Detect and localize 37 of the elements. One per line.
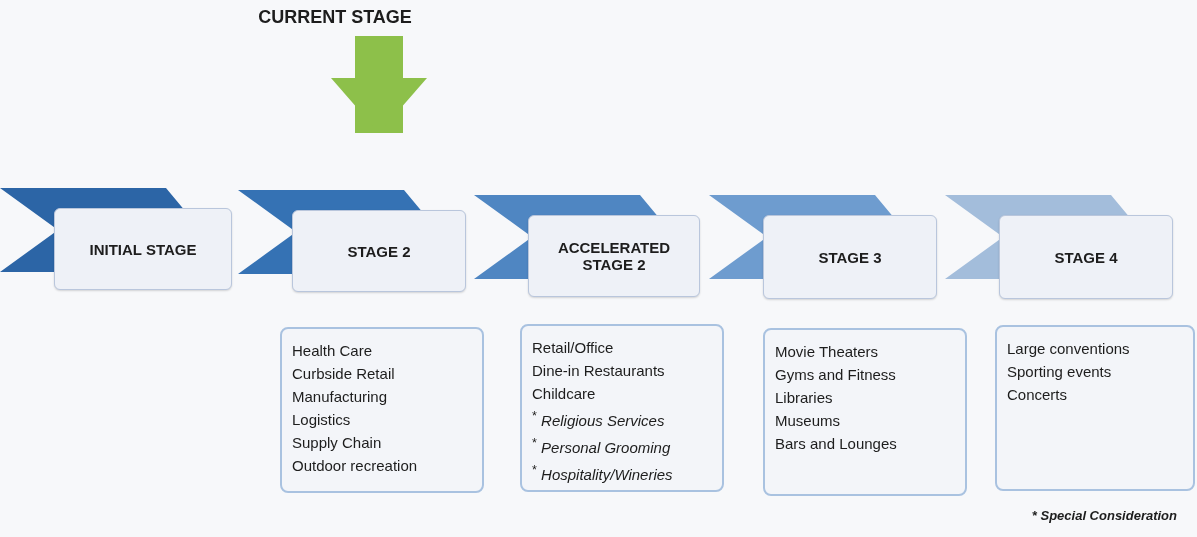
stage-banner <box>0 188 232 290</box>
list-box <box>280 327 484 493</box>
list-item: $^{*}$ Personal Grooming <box>532 435 672 458</box>
list-item: Curbside Retail <box>292 364 396 384</box>
list-item: Movie Theaters <box>775 342 880 362</box>
stage-banner <box>945 195 1173 299</box>
heading-text: CURRENT STAGE <box>245 2 425 32</box>
stage-box: ACCELERATED STAGE 2 <box>528 215 700 297</box>
stage-box: STAGE 4 <box>999 215 1173 299</box>
list-item: Bars and Lounges <box>775 434 898 454</box>
list-item: Libraries <box>775 388 834 408</box>
stage-box: STAGE 2 <box>292 210 466 292</box>
list-box <box>520 324 724 492</box>
list-item: Manufacturing <box>292 387 389 407</box>
list-item: Childcare <box>532 384 597 404</box>
list-item: Dine-in Restaurants <box>532 361 666 381</box>
stage-box: STAGE 3 <box>763 215 937 299</box>
list-item: Logistics <box>292 410 352 430</box>
list-item: Retail/Office <box>532 338 615 358</box>
list-item: $^{*}$ Religious Services <box>532 408 666 431</box>
list-item: Supply Chain <box>292 433 383 453</box>
list-box <box>995 325 1195 491</box>
list-item: Large conventions <box>1007 339 1131 359</box>
list-box <box>763 328 967 496</box>
list-item: Sporting events <box>1007 362 1113 382</box>
stage-banner <box>474 195 700 297</box>
stage-banner <box>709 195 937 299</box>
arrow <box>331 36 427 133</box>
footnote: * Special Consideration <box>1031 508 1177 523</box>
list-item: Concerts <box>1007 385 1069 405</box>
list-item: Outdoor recreation <box>292 456 419 476</box>
list-item: Museums <box>775 411 842 431</box>
list-item: $^{*}$ Hospitality/Wineries <box>532 462 674 485</box>
stage-box: INITIAL STAGE <box>54 208 232 290</box>
list-item: Health Care <box>292 341 374 361</box>
list-item: Gyms and Fitness <box>775 365 897 385</box>
stage-banner <box>238 190 466 292</box>
